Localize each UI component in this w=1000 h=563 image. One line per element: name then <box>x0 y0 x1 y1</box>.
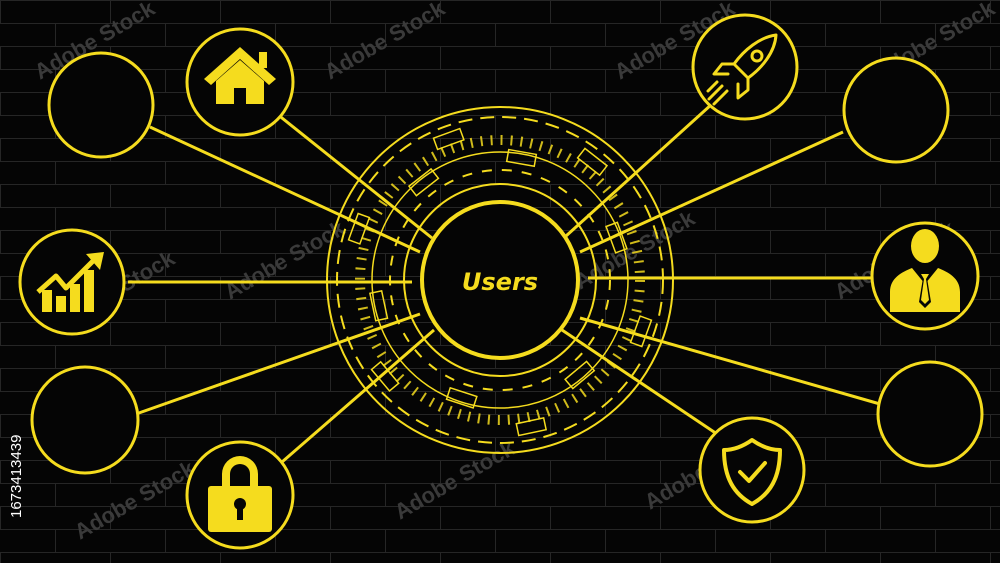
connector-home <box>271 108 433 240</box>
hub-rings <box>326 106 674 454</box>
hub-segment-block <box>564 360 596 390</box>
businessman-icon <box>890 229 960 312</box>
node-empty-top-right <box>842 56 950 164</box>
hub-segment-block <box>347 212 371 245</box>
connector-empty-bottom-left <box>135 312 421 416</box>
connector-shield <box>561 328 721 438</box>
shield-check-icon <box>722 438 782 506</box>
padlock-icon <box>208 456 272 532</box>
hub-tick-ring <box>355 135 645 425</box>
hub-segment-block <box>505 148 538 168</box>
home-icon <box>204 47 276 104</box>
hub-inner-thin-ring <box>403 183 597 377</box>
stock-id-text: 1673413439 <box>8 434 25 518</box>
rocket-icon <box>706 33 778 106</box>
connector-empty-bottom-right <box>579 316 881 406</box>
hub-label: Users <box>462 268 538 296</box>
node-rocket <box>691 13 799 121</box>
connector-empty-top-right <box>579 130 844 254</box>
connector-rocket <box>564 102 714 238</box>
hub-segment-block <box>432 127 465 151</box>
connector-empty-top-left <box>149 125 421 254</box>
hub-segment-block <box>515 417 548 437</box>
hub-segment-block <box>605 221 628 254</box>
stock-id-label: 1673413439 <box>6 320 30 520</box>
hub-inner-dashed-ring <box>389 169 611 391</box>
node-empty-bottom-right <box>876 360 984 468</box>
node-empty-bottom-left <box>30 365 140 475</box>
connector-lines <box>128 102 881 464</box>
hub-outer-ring <box>326 106 674 454</box>
hub-segment-block <box>445 386 478 409</box>
hub-segment-block <box>629 315 653 348</box>
hub-segment-ring <box>371 151 629 409</box>
node-shield <box>698 416 806 524</box>
hub-segment-block <box>576 147 609 177</box>
node-empty-top-left <box>47 51 155 159</box>
connector-lock <box>281 328 435 464</box>
hub-segment-block <box>407 167 440 197</box>
hub-segment-block <box>370 360 400 393</box>
hub-outer-dashed-ring <box>336 116 664 444</box>
growth-chart-icon <box>36 252 104 312</box>
hub-segment-block <box>369 289 389 322</box>
hub-segment-blocks <box>347 127 653 437</box>
hub-core-ring <box>420 200 580 360</box>
